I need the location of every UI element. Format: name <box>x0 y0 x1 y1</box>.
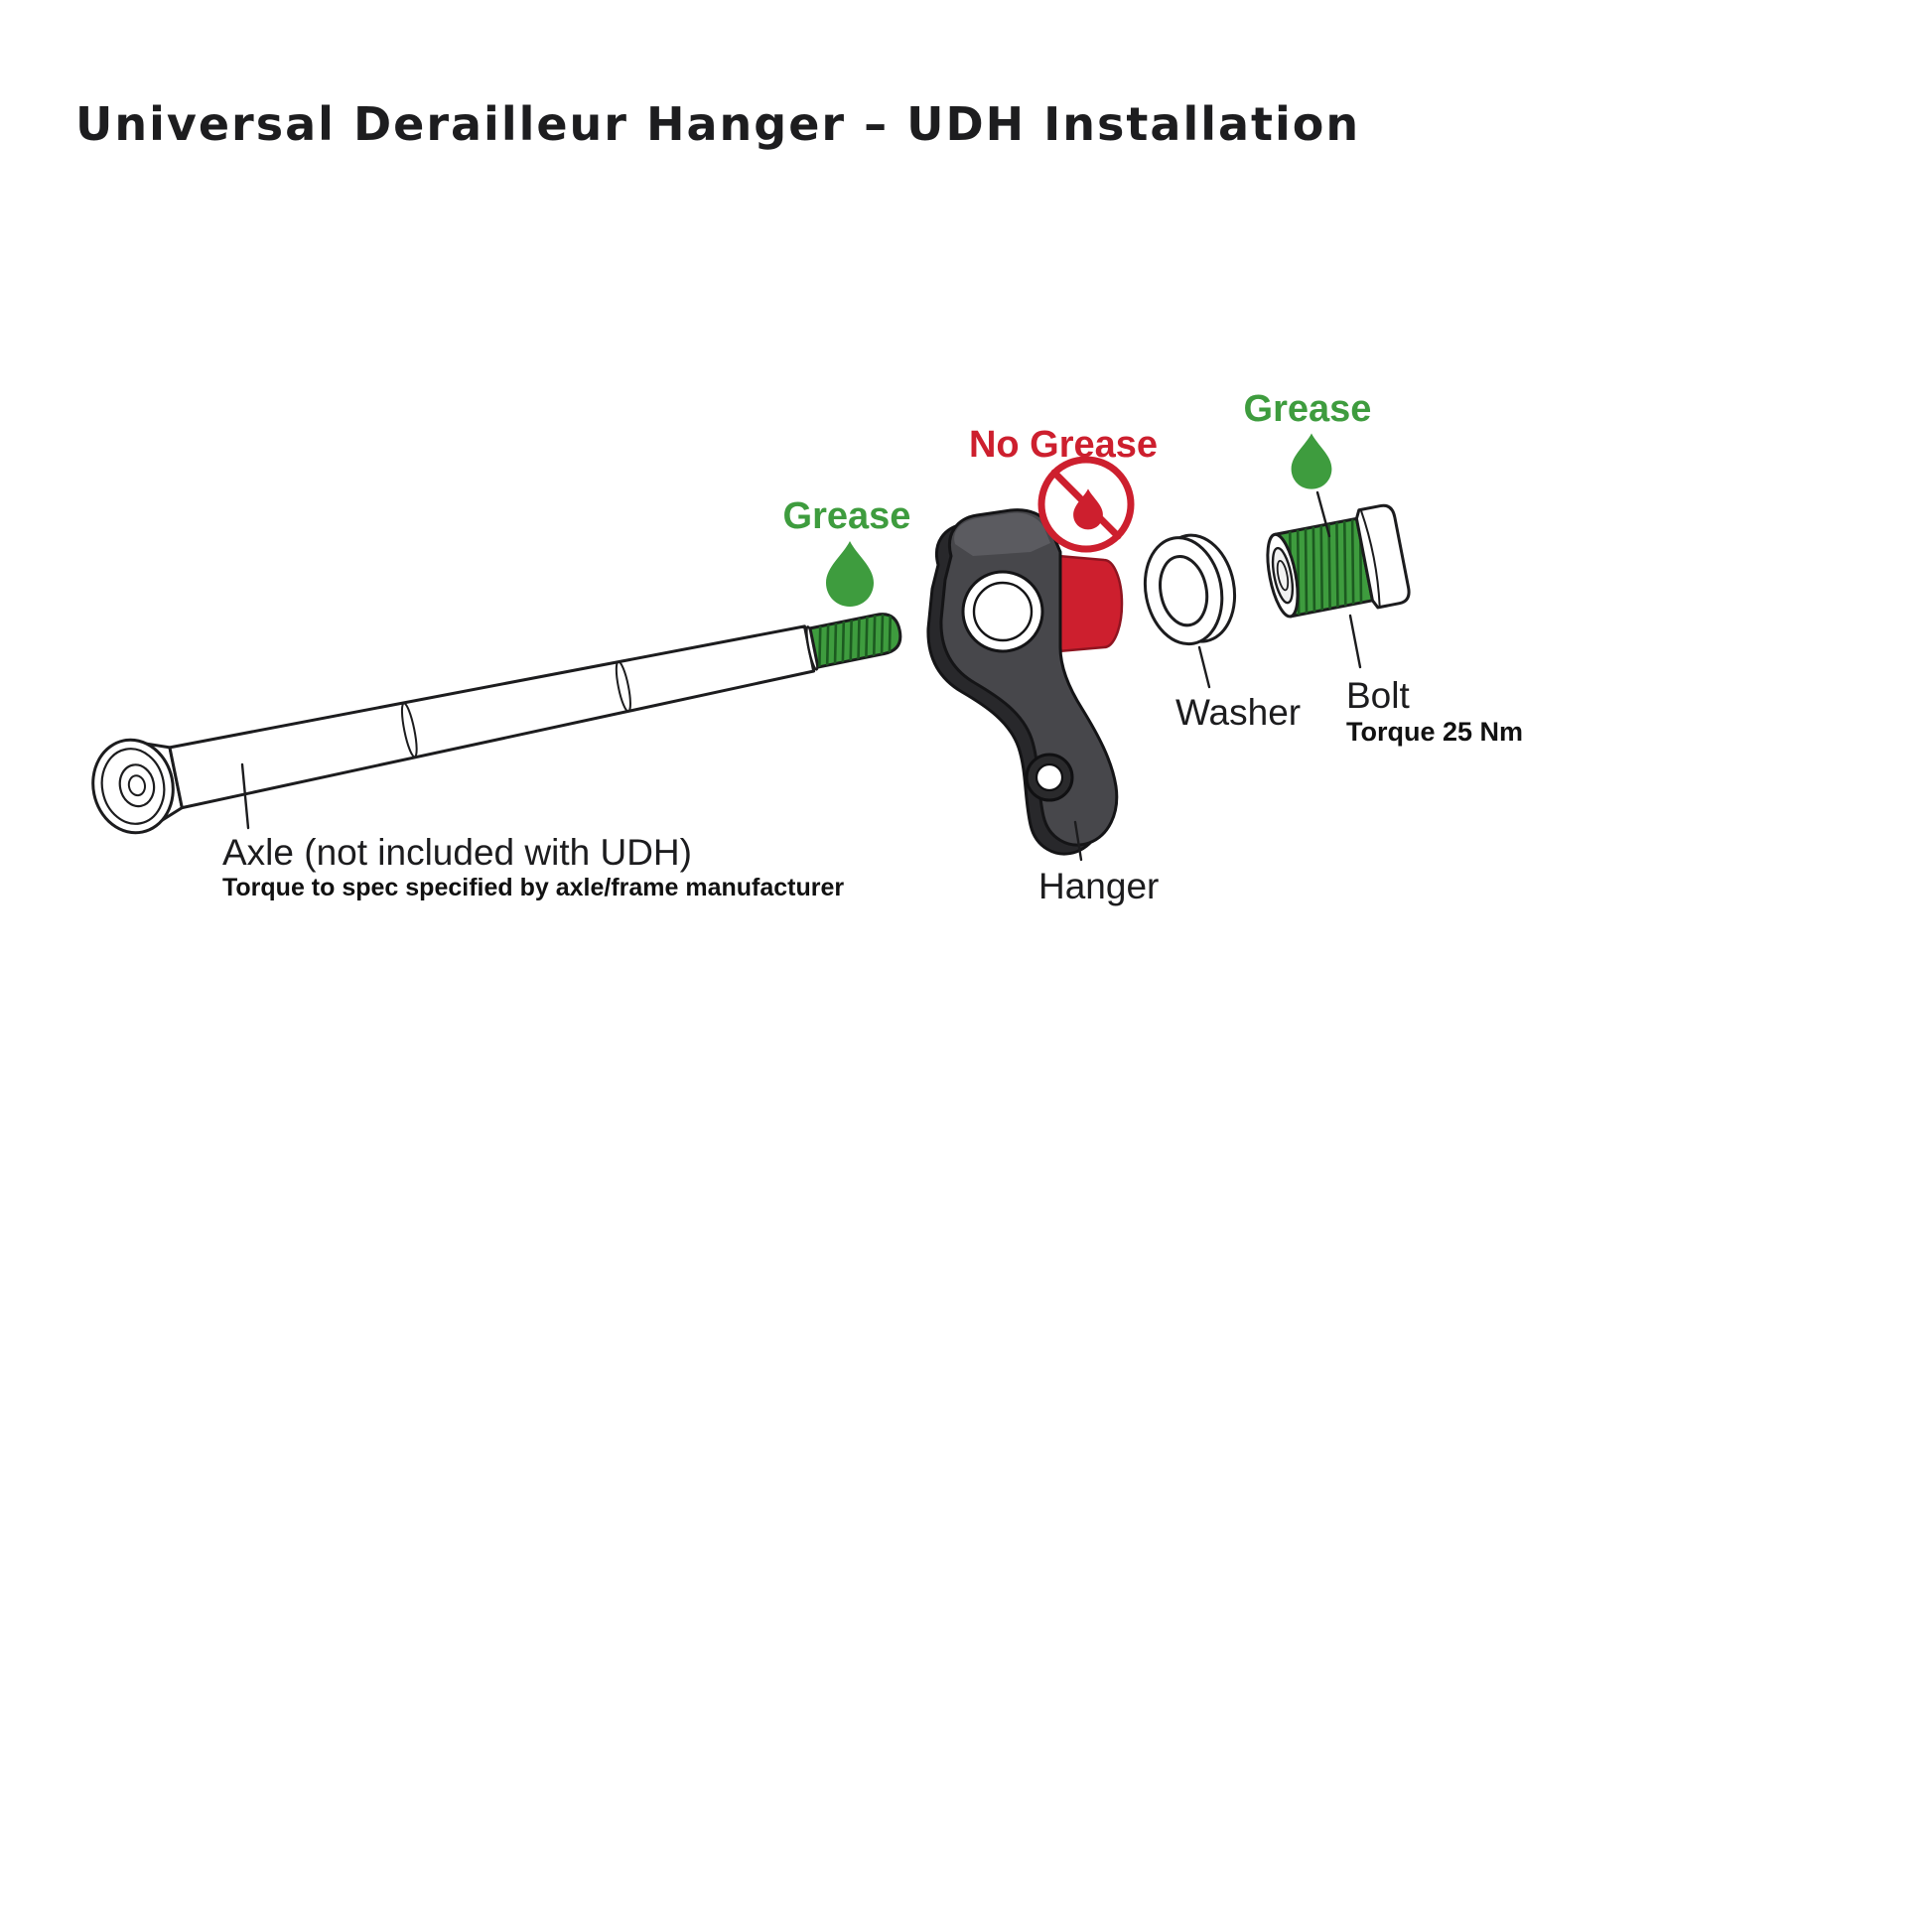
bolt-label: Bolt <box>1346 675 1410 716</box>
hanger-top-facet <box>954 512 1050 556</box>
washer-label: Washer <box>1175 692 1302 733</box>
washer-leader-line <box>1197 645 1211 689</box>
grease-droplet-bolt-icon <box>1291 433 1332 489</box>
axle-note: Torque to spec specified by axle/frame m… <box>222 874 845 901</box>
bolt-head <box>1354 503 1411 610</box>
axle-thread <box>808 613 902 669</box>
grease-axle-label: Grease <box>782 495 911 537</box>
axle-head <box>91 738 175 835</box>
axle-leader-line <box>240 762 250 830</box>
axle-shaft <box>168 624 816 810</box>
no-grease-icon <box>1037 456 1135 553</box>
grease-bolt-leader-line <box>1315 490 1331 538</box>
bolt-head-contour <box>1359 509 1381 608</box>
hanger-red-boss <box>1056 554 1124 653</box>
grease-bolt-label: Grease <box>1243 388 1372 430</box>
axle-shaft-ring <box>400 702 418 759</box>
bolt-torque-note: Torque 25 Nm <box>1346 717 1524 747</box>
axle-label: Axle (not included with UDH) <box>222 832 692 873</box>
hanger-axle-bore-ring <box>972 581 1034 642</box>
page-title: Universal Derailleur Hanger – UDH Instal… <box>75 97 1361 151</box>
no-grease-label: No Grease <box>968 424 1159 466</box>
bolt-leader-line <box>1348 614 1362 669</box>
bolt-face-hole-inner <box>1276 559 1290 592</box>
hanger-thread-hole-inner <box>1035 762 1064 792</box>
axle-head-ring <box>118 763 156 808</box>
washer-illustration <box>1143 533 1237 646</box>
no-grease-slash <box>1050 469 1122 540</box>
bolt-illustration <box>1266 503 1411 619</box>
axle-thread-hatching <box>818 611 893 668</box>
hanger-label: Hanger <box>1038 866 1160 906</box>
grease-droplet-axle-icon <box>826 541 874 607</box>
axle-illustration <box>91 611 902 835</box>
axle-head-ring <box>127 774 147 797</box>
axle-shaft-ring <box>615 660 631 713</box>
hanger-leader-line <box>1073 820 1083 862</box>
washer-hole <box>1159 555 1209 627</box>
hanger-illustration <box>926 508 1124 856</box>
axle-head-ring <box>100 748 166 825</box>
